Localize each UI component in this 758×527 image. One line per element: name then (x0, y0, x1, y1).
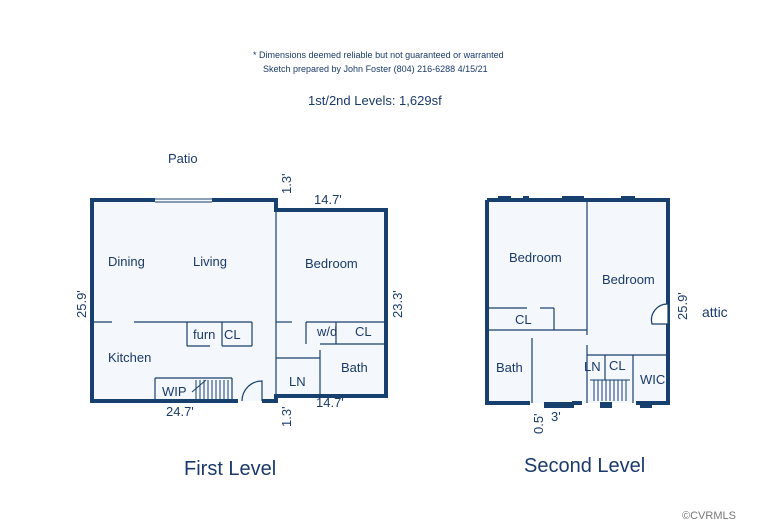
room-wip: WIP (162, 384, 187, 399)
prepared-by-text: Sketch prepared by John Foster (804) 216… (263, 64, 488, 74)
second-level-stairs (590, 379, 630, 401)
room-furn: furn (193, 327, 215, 342)
room-kitchen: Kitchen (108, 350, 151, 365)
room-bath-first: Bath (341, 360, 368, 375)
dim-right-height-second: 25.9' (675, 292, 690, 320)
dim-top-offset: 1.3' (279, 173, 294, 194)
area-summary: 1st/2nd Levels: 1,629sf (308, 93, 442, 108)
room-linen-first: LN (289, 374, 306, 389)
second-level-plan (485, 196, 670, 408)
room-closet-first: CL (224, 327, 241, 342)
room-closet-second: CL (515, 312, 532, 327)
dim-right-height-first: 23.3' (390, 290, 405, 318)
attic-access-door (650, 303, 669, 325)
dim-bottom-right-width: 14.7' (316, 395, 344, 410)
room-bedroom-second-right: Bedroom (602, 272, 655, 287)
room-linen-second: LN (584, 359, 601, 374)
second-level-wall-bumps (498, 196, 652, 408)
patio-label: Patio (168, 151, 198, 166)
room-wic: WIC (640, 372, 665, 387)
front-door (241, 380, 263, 402)
room-bedroom-first: Bedroom (305, 256, 358, 271)
room-living: Living (193, 254, 227, 269)
first-level-exterior-walls (90, 198, 388, 403)
room-wd: w/d (316, 324, 337, 339)
disclaimer-text: * Dimensions deemed reliable but not gua… (253, 50, 504, 60)
dim-top-width: 14.7' (314, 192, 342, 207)
room-bedroom-second-left: Bedroom (509, 250, 562, 265)
dim-bottom-width: 24.7' (166, 404, 194, 419)
second-level-interior-walls (487, 200, 668, 403)
dim-left-height: 25.9' (74, 290, 89, 318)
first-level-interior-walls (92, 210, 386, 401)
attic-label: attic (702, 304, 728, 320)
room-closet-wd: CL (355, 324, 372, 339)
first-level-plan (90, 198, 388, 403)
room-closet-second-2: CL (609, 358, 626, 373)
dim-bottom-offset: 1.3' (279, 406, 294, 427)
dim-bottom-width-second: 3' (551, 409, 561, 424)
room-bath-second: Bath (496, 360, 523, 375)
watermark: ©CVRMLS (682, 510, 736, 522)
patio-sliding-door (155, 198, 212, 203)
second-level-title: Second Level (524, 455, 645, 477)
first-level-stairs (191, 379, 229, 399)
dim-bottom-offset-second: 0.5' (531, 413, 546, 434)
first-level-title: First Level (184, 458, 276, 480)
room-dining: Dining (108, 254, 145, 269)
